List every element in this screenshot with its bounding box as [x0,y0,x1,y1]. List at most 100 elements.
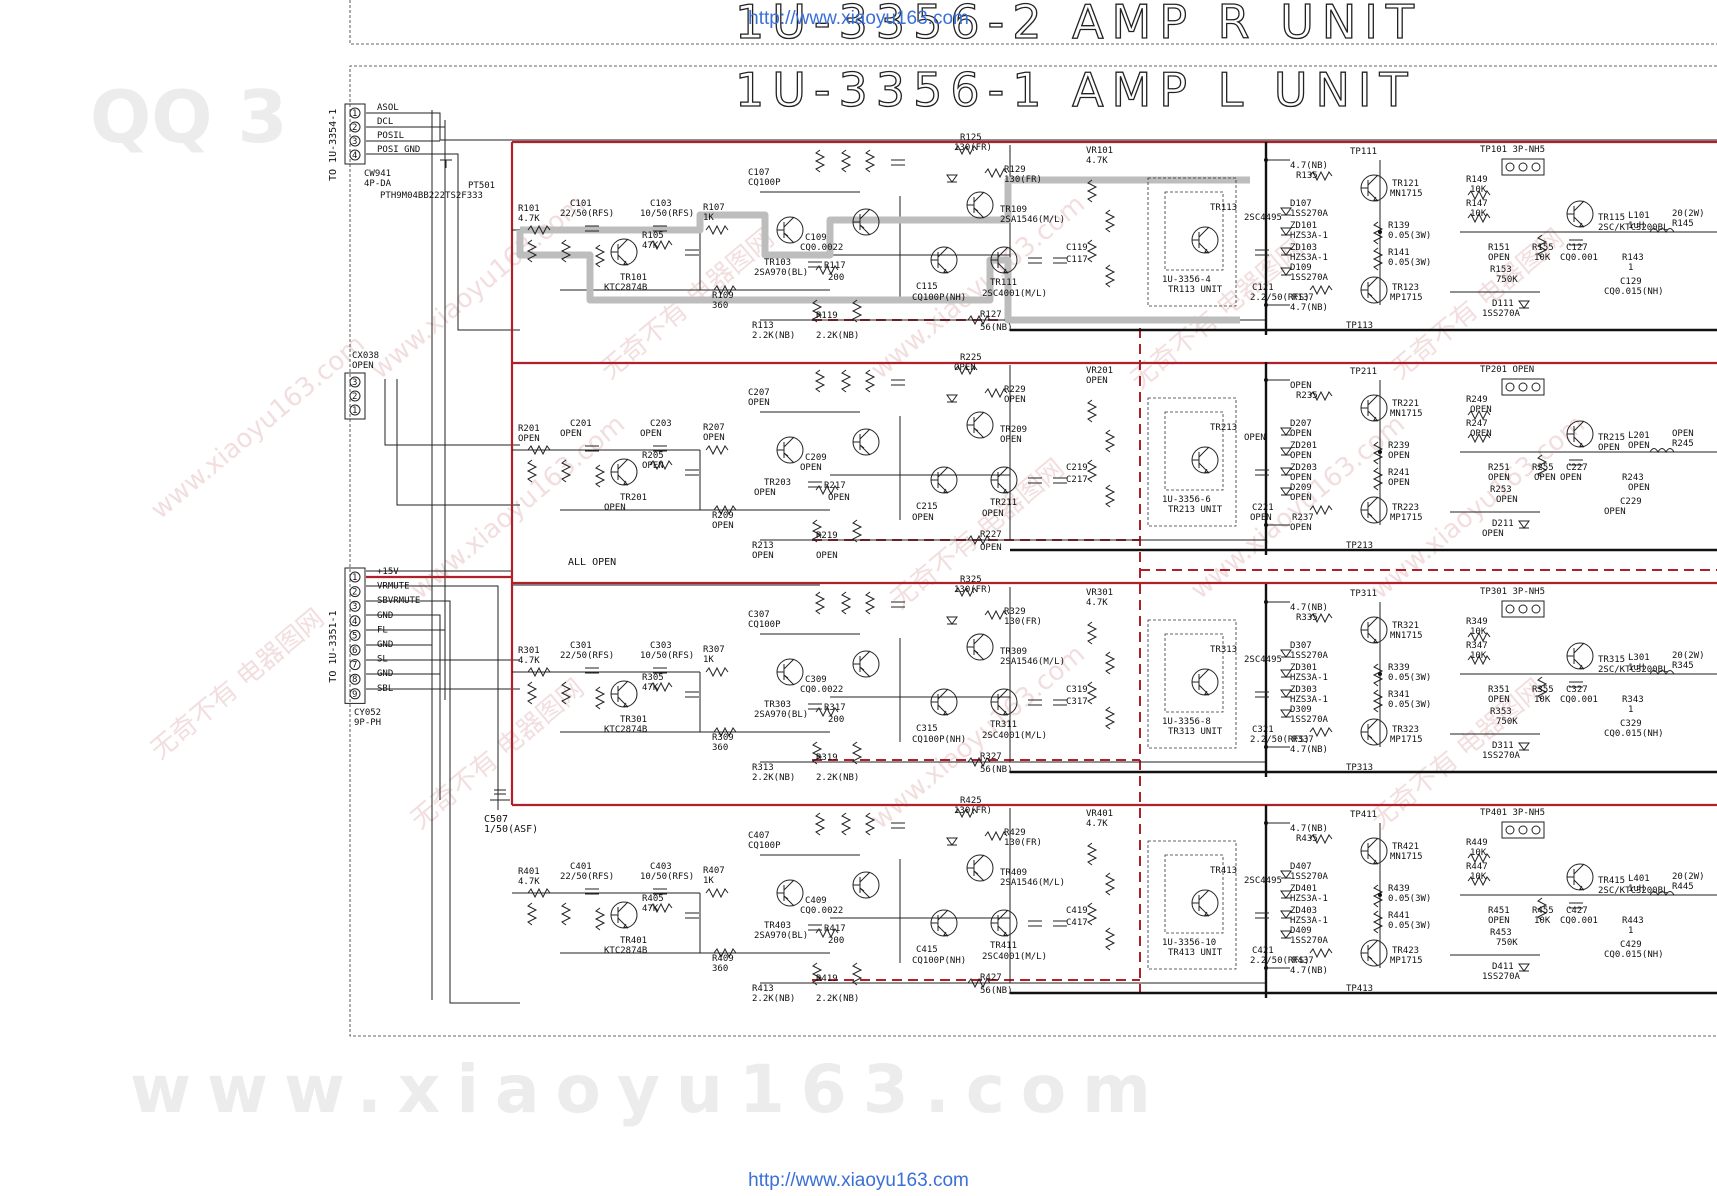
emitter-arrow [1373,859,1379,865]
part-label: R125 [960,133,982,143]
part-label: R205 [642,451,664,461]
part-label: TR103 [764,258,791,268]
diode [1518,742,1530,751]
part-label: OPEN [1496,495,1518,505]
part-label: KTC2874B [604,946,647,956]
resistor [526,459,538,483]
resistor [1536,897,1548,921]
part-label: CQ100P(NH) [912,293,966,303]
part-label: OPEN [560,429,582,439]
connector-cy052: 1+15V2VRMUTE3SBVRMUTE4GND5FL6GND7SL8GND9… [328,567,420,728]
pin-number: 2 [352,588,357,598]
resistor [1086,399,1098,423]
resistor [840,812,852,836]
part-label: CQ0.001 [1560,253,1598,263]
sub-unit-frame [1147,619,1237,749]
part-label: VR301 [1086,588,1113,598]
part-label: ZD103 [1290,243,1317,253]
part-label: OPEN [1488,473,1510,483]
part-label: OPEN [954,363,976,373]
part-label: TR211 [990,498,1017,508]
part-label: 4.7(NB) [1290,745,1328,755]
part-label: TR315 [1598,655,1625,665]
resistor [1467,654,1491,666]
part-label: R349 [1466,617,1488,627]
wire [1266,379,1290,526]
part-label: OPEN [1388,451,1410,461]
connector-name: CX038 [352,351,379,361]
capacitor [1569,681,1583,688]
tp-connector [1501,158,1545,176]
watermark-url-bottom[interactable]: http://www.xiaoyu163.com [748,1170,969,1191]
pin-number: 3 [352,602,357,612]
resistor [840,369,852,393]
bias-transistor-c [990,246,1018,274]
part-label: C409 [805,896,827,906]
input-transistor [610,238,638,266]
resistor [527,444,551,456]
part-label: TR313 UNIT [1168,727,1223,737]
emitter-arrow [1204,248,1210,254]
part-label: C119 [1066,243,1088,253]
part-label: 4.7(NB) [1290,603,1328,613]
wire [931,466,949,494]
resistor [954,807,978,819]
part-label: OPEN [1488,253,1510,263]
part-label: R435 [1296,834,1318,844]
resistor [1104,209,1116,233]
part-label: 4.7K [1086,156,1108,166]
part-label: OPEN [752,551,774,561]
output-bias-transistor [1191,889,1219,917]
wire [1192,889,1210,917]
part-label: 130(FR) [954,143,992,153]
part-label: C407 [748,831,770,841]
part-label: 1uH [1628,884,1644,894]
input-transistor [610,680,638,708]
part-label: 4.7(NB) [1290,161,1328,171]
wire [991,688,1009,716]
part-label: R307 [703,645,725,655]
part-label: 2.2/50(RFS) [1250,293,1310,303]
emitter-arrow [1003,931,1009,937]
part-label: R329 [1004,607,1026,617]
resistor [705,444,729,456]
part-label: OPEN [1250,513,1272,523]
resistor [560,239,572,263]
pin-number: 1 [352,109,357,119]
diode [1518,963,1530,972]
part-label: R239 [1388,441,1410,451]
part-label: 130(FR) [954,585,992,595]
resistor [851,962,863,986]
emitter-arrow [783,674,789,679]
watermark-url-top[interactable]: http://www.xiaoyu163.com [748,8,969,29]
resistor [814,149,826,173]
part-label: OPEN [1388,478,1410,488]
wire [991,909,1009,937]
resistor [864,591,876,615]
part-label: OPEN [1488,916,1510,926]
pin-label: +15V [377,567,399,577]
part-label: 130(FR) [1004,175,1042,185]
part-label: TR213 [1210,423,1237,433]
diode [1280,267,1292,276]
part-label: R237 [1292,513,1314,523]
part-label: 10K [1470,872,1487,882]
wire [611,238,629,266]
resistor [1309,284,1333,296]
resistor [713,504,737,516]
part-label: R439 [1388,884,1410,894]
output-transistor-npn [1360,616,1388,644]
connector-pin [349,659,361,671]
part-label: ZD303 [1290,685,1317,695]
resistor [1467,432,1491,444]
part-label: HZS3A-1 [1290,231,1328,241]
part-label: 2SC4001(M/L) [982,952,1047,962]
capacitor [808,924,822,931]
part-label: 1SS270A [1482,972,1521,982]
part-label: R219 [816,531,838,541]
part-label: OPEN [642,461,664,471]
resistor [1467,852,1491,864]
pin-label: FL [377,625,388,635]
tp-pin [1505,162,1515,172]
part-label: R151 [1488,243,1510,253]
